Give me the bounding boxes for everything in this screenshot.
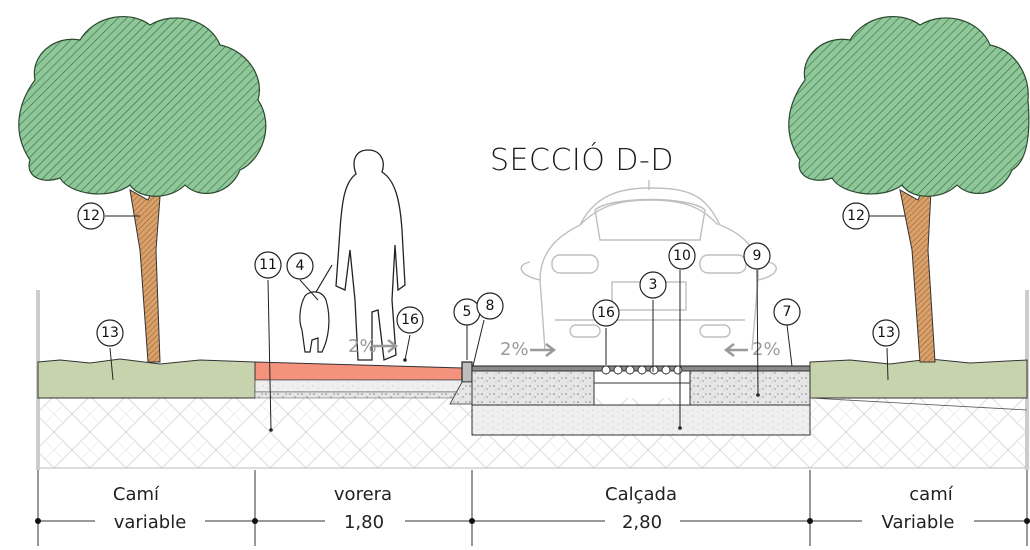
callout-10: 10 (668, 242, 696, 270)
slope-arrow-sidewalk: 2% (348, 336, 399, 357)
callout-number: 3 (649, 277, 658, 293)
dimension-dots (35, 518, 1030, 524)
right-tree (788, 16, 1030, 363)
callout-number: 11 (259, 257, 277, 273)
dim-name-cami-left: Camí (113, 484, 160, 505)
left-tree-trunk (129, 169, 163, 363)
left-tree-crown (18, 16, 267, 197)
callout-9: 9 (743, 242, 771, 270)
callout-circle (77, 202, 105, 230)
callout-12b: 12 (842, 202, 870, 230)
callout-circle (396, 306, 424, 334)
callout-number: 16 (597, 305, 615, 321)
curb (461, 361, 473, 383)
callout-number: 10 (673, 248, 691, 264)
callout-12: 12 (77, 202, 105, 230)
sidewalk-subbase (254, 391, 463, 399)
callout-circle (743, 242, 771, 270)
callout-circle (476, 292, 504, 320)
slope-arrow-road-right: 2% (723, 339, 781, 360)
road-base-right (689, 370, 811, 406)
callout-circle (254, 251, 282, 279)
slope-label-sidewalk: 2% (348, 336, 377, 357)
right-grass-base-line (809, 397, 1028, 411)
callout-number: 16 (401, 312, 419, 328)
slope-label-road-right: 2% (752, 339, 781, 360)
callout-13b: 13 (872, 319, 900, 347)
callout-circle (639, 271, 667, 299)
dim-mask-2 (325, 510, 405, 532)
callout-circle (286, 252, 314, 280)
callout-7: 7 (773, 298, 801, 326)
callout-5: 5 (453, 298, 481, 326)
dim-mask-3 (605, 510, 680, 532)
callout-4: 4 (286, 252, 314, 280)
road-subbase (471, 404, 811, 436)
callout-circle (96, 319, 124, 347)
callout-number: 12 (847, 208, 865, 224)
sidewalk-base (254, 379, 463, 393)
callout-circle (668, 242, 696, 270)
left-grass-strip (37, 358, 256, 399)
sidewalk-pavement (254, 361, 463, 381)
dim-name-calcada: Calçada (605, 484, 677, 505)
callout-8: 8 (476, 292, 504, 320)
callout-11: 11 (254, 251, 282, 279)
callout-16: 16 (396, 306, 424, 334)
dim-name-cami-right: camí (909, 484, 953, 505)
right-grass-strip (809, 358, 1028, 399)
car-rear-outline (520, 180, 777, 351)
dim-value-calcada: 2,80 (622, 512, 662, 533)
dim-value-cami-right: Variable (882, 512, 955, 533)
callout-3: 3 (639, 271, 667, 299)
callout-16b: 16 (592, 299, 620, 327)
dimension-ticks (37, 470, 1028, 546)
road-base-left (471, 370, 595, 406)
callout-13: 13 (96, 319, 124, 347)
dim-value-cami-left: variable (114, 512, 187, 533)
slope-arrow-road-left: 2% (500, 339, 557, 360)
right-tree-crown (788, 16, 1030, 197)
dim-mask-4 (862, 510, 974, 532)
callout-circle (872, 319, 900, 347)
drain-stones (601, 365, 683, 375)
dim-name-vorera: vorera (334, 484, 392, 505)
slope-label-road-left: 2% (500, 339, 529, 360)
callout-number: 4 (296, 258, 305, 274)
callout-circle (773, 298, 801, 326)
section-title: SECCIÓ D-D (490, 141, 674, 178)
callout-circle (842, 202, 870, 230)
left-tree (18, 16, 267, 363)
callout-number: 7 (783, 304, 792, 320)
callout-number: 13 (101, 325, 119, 341)
callout-number: 9 (753, 248, 762, 264)
dog-silhouette (299, 264, 333, 353)
right-tree-trunk (899, 169, 936, 363)
dim-mask-1 (95, 510, 205, 532)
callout-dots (269, 358, 760, 432)
callout-leaders (105, 215, 905, 431)
callout-number: 12 (82, 208, 100, 224)
dim-value-vorera: 1,80 (344, 512, 384, 533)
pedestrian-silhouette (335, 149, 406, 361)
callout-number: 13 (877, 325, 895, 341)
callout-number: 8 (486, 298, 495, 314)
callout-circle (592, 299, 620, 327)
callout-number: 5 (463, 304, 472, 320)
